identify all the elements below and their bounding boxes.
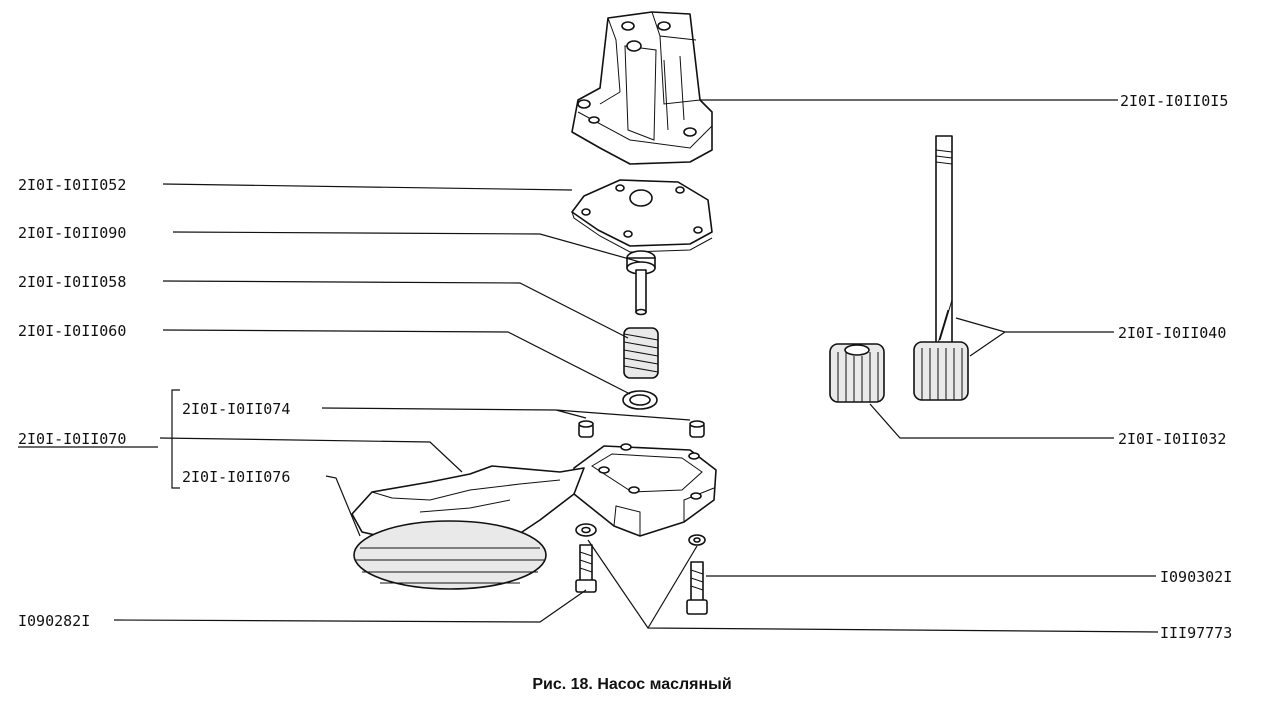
bolt-part-left (575, 544, 597, 593)
cover-plate-part (571, 179, 713, 253)
bushing-part-right (689, 420, 705, 438)
label-spring-washer: 2I0I-I0II060 (18, 322, 126, 340)
driven-gear-part (829, 343, 885, 403)
figure-caption: Рис. 18. Насос масляный (532, 676, 732, 693)
label-bolt-left: I090282I (18, 612, 90, 630)
label-cover-gasket: 2I0I-I0II052 (18, 176, 126, 194)
label-drive-gear-shaft: 2I0I-I0II040 (1118, 324, 1226, 342)
spring-washer-part (622, 390, 658, 410)
label-bolt-right: I090302I (1160, 568, 1232, 586)
intake-pipe-part (351, 465, 585, 590)
label-valve-spring: 2I0I-I0II058 (18, 273, 126, 291)
label-lock-washer: III97773 (1160, 624, 1232, 642)
leader-lines (113, 99, 1159, 633)
label-intake-assembly: 2I0I-I0II070 (18, 430, 126, 448)
label-relief-valve: 2I0I-I0II090 (18, 224, 126, 242)
label-bushing: 2I0I-I0II074 (182, 400, 290, 418)
lock-washer-part-left (575, 523, 597, 537)
lock-washer-part-right (688, 534, 706, 546)
relief-valve-part (626, 250, 656, 316)
label-pump-body: 2I0I-I0II0I5 (1120, 92, 1228, 110)
valve-spring-part (623, 327, 659, 379)
pump-housing-part (573, 443, 717, 537)
assembly-bracket (171, 389, 180, 489)
bolt-part-right (686, 561, 708, 615)
drive-gear-shaft-part (913, 135, 969, 401)
bushing-part-left (578, 420, 594, 438)
label-driven-gear: 2I0I-I0II032 (1118, 430, 1226, 448)
pump-body-part (571, 11, 713, 165)
label-intake-pipe: 2I0I-I0II076 (182, 468, 290, 486)
